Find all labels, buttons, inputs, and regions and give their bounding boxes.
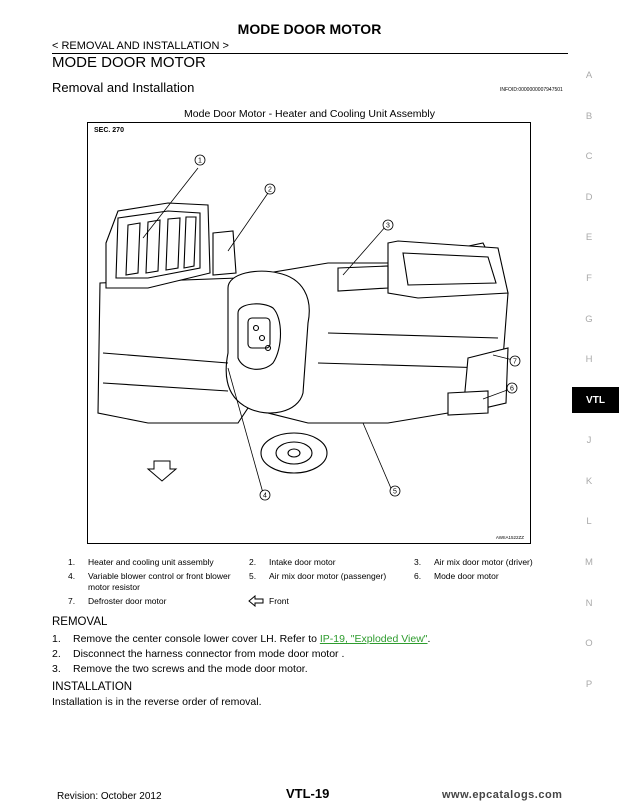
installation-text: Installation is in the reverse order of …	[52, 696, 262, 708]
svg-text:1: 1	[198, 158, 202, 165]
svg-text:2: 2	[268, 187, 272, 194]
step-text: Disconnect the harness connector from mo…	[73, 648, 345, 660]
side-index-o[interactable]: O	[585, 638, 593, 649]
legend-text-1: Heater and cooling unit assembly	[88, 557, 214, 567]
callout-3: 3	[382, 219, 394, 231]
removal-step-1: 1. Remove the center console lower cover …	[52, 633, 430, 645]
side-index-k[interactable]: K	[585, 476, 593, 487]
callout-5: 5	[389, 485, 401, 497]
legend-text-7: Defroster door motor	[88, 596, 167, 606]
step-number: 2.	[52, 648, 61, 660]
figure-section-label: SEC. 270	[94, 127, 124, 134]
side-index-e[interactable]: E	[585, 232, 593, 243]
legend-text-3: Air mix door motor (driver)	[434, 557, 533, 567]
legend-text-6: Mode door motor	[434, 571, 499, 581]
legend-num-7: 7.	[68, 596, 76, 606]
side-index-j[interactable]: J	[586, 435, 592, 446]
side-index-d[interactable]: D	[585, 192, 593, 203]
side-index-active-tab[interactable]: VTL	[572, 387, 619, 413]
header-rule	[52, 53, 568, 54]
legend-num-2: 2.	[249, 557, 257, 567]
removal-step-2: 2. Disconnect the harness connector from …	[52, 648, 344, 660]
callout-markers: 1 2 3 4 5 6 7	[194, 154, 521, 501]
callout-1: 1	[194, 154, 206, 166]
side-index-c[interactable]: C	[585, 151, 593, 162]
section-title: MODE DOOR MOTOR	[52, 54, 206, 71]
figure-code: AWIIA1522ZZ	[495, 535, 524, 540]
legend-text-front: Front	[269, 596, 289, 606]
legend-text-4: Variable blower control or front blower …	[88, 571, 231, 592]
installation-heading: INSTALLATION	[52, 681, 133, 693]
page-title: MODE DOOR MOTOR	[237, 21, 382, 37]
info-id: INFOID:0000000007947501	[500, 87, 563, 93]
legend-num-5: 5.	[249, 571, 257, 581]
breadcrumb: < REMOVAL AND INSTALLATION >	[52, 40, 229, 52]
footer-page-number: VTL-19	[286, 786, 330, 801]
svg-text:5: 5	[393, 489, 397, 496]
legend-num-3: 3.	[414, 557, 422, 567]
side-index-p[interactable]: P	[585, 679, 593, 690]
callout-4: 4	[259, 489, 271, 501]
step-number: 1.	[52, 633, 61, 645]
svg-text:4: 4	[263, 493, 267, 500]
step-text: Remove the center console lower cover LH…	[73, 633, 320, 645]
callout-7: 7	[509, 355, 521, 367]
footer-watermark: www.epcatalogs.com	[442, 789, 563, 801]
reference-link[interactable]: IP-19, "Exploded View"	[319, 633, 428, 645]
legend-num-1: 1.	[68, 557, 76, 567]
svg-text:3: 3	[386, 223, 390, 230]
step-text-end: .	[427, 633, 431, 645]
removal-heading: REMOVAL	[52, 616, 108, 628]
side-index-n[interactable]: N	[585, 598, 593, 609]
callout-6: 6	[506, 382, 518, 394]
heater-cooling-unit-illustration	[97, 167, 514, 494]
legend-num-4: 4.	[68, 571, 76, 581]
side-index-f[interactable]: F	[586, 273, 592, 284]
legend-num-6: 6.	[414, 571, 422, 581]
legend-text-5: Air mix door motor (passenger)	[269, 571, 387, 581]
subsection-title: Removal and Installation	[52, 80, 195, 95]
side-index-a[interactable]: A	[585, 70, 593, 81]
side-index-m[interactable]: M	[585, 557, 593, 568]
step-text: Remove the two screws and the mode door …	[73, 663, 308, 675]
removal-step-3: 3. Remove the two screws and the mode doo…	[52, 663, 308, 675]
svg-text:6: 6	[510, 386, 514, 393]
svg-text:7: 7	[513, 359, 517, 366]
callout-2: 2	[264, 183, 276, 195]
side-index-h[interactable]: H	[585, 354, 593, 365]
side-index-l[interactable]: L	[586, 516, 592, 527]
legend-text-2: Intake door motor	[269, 557, 336, 567]
side-index-b[interactable]: B	[585, 111, 593, 122]
step-number: 3.	[52, 663, 61, 675]
side-index-g[interactable]: G	[585, 314, 593, 325]
front-arrow-icon	[248, 595, 264, 607]
footer-revision: Revision: October 2012	[57, 791, 162, 802]
figure-caption: Mode Door Motor - Heater and Cooling Uni…	[184, 108, 435, 120]
figure-frame: SEC. 270	[87, 122, 531, 544]
